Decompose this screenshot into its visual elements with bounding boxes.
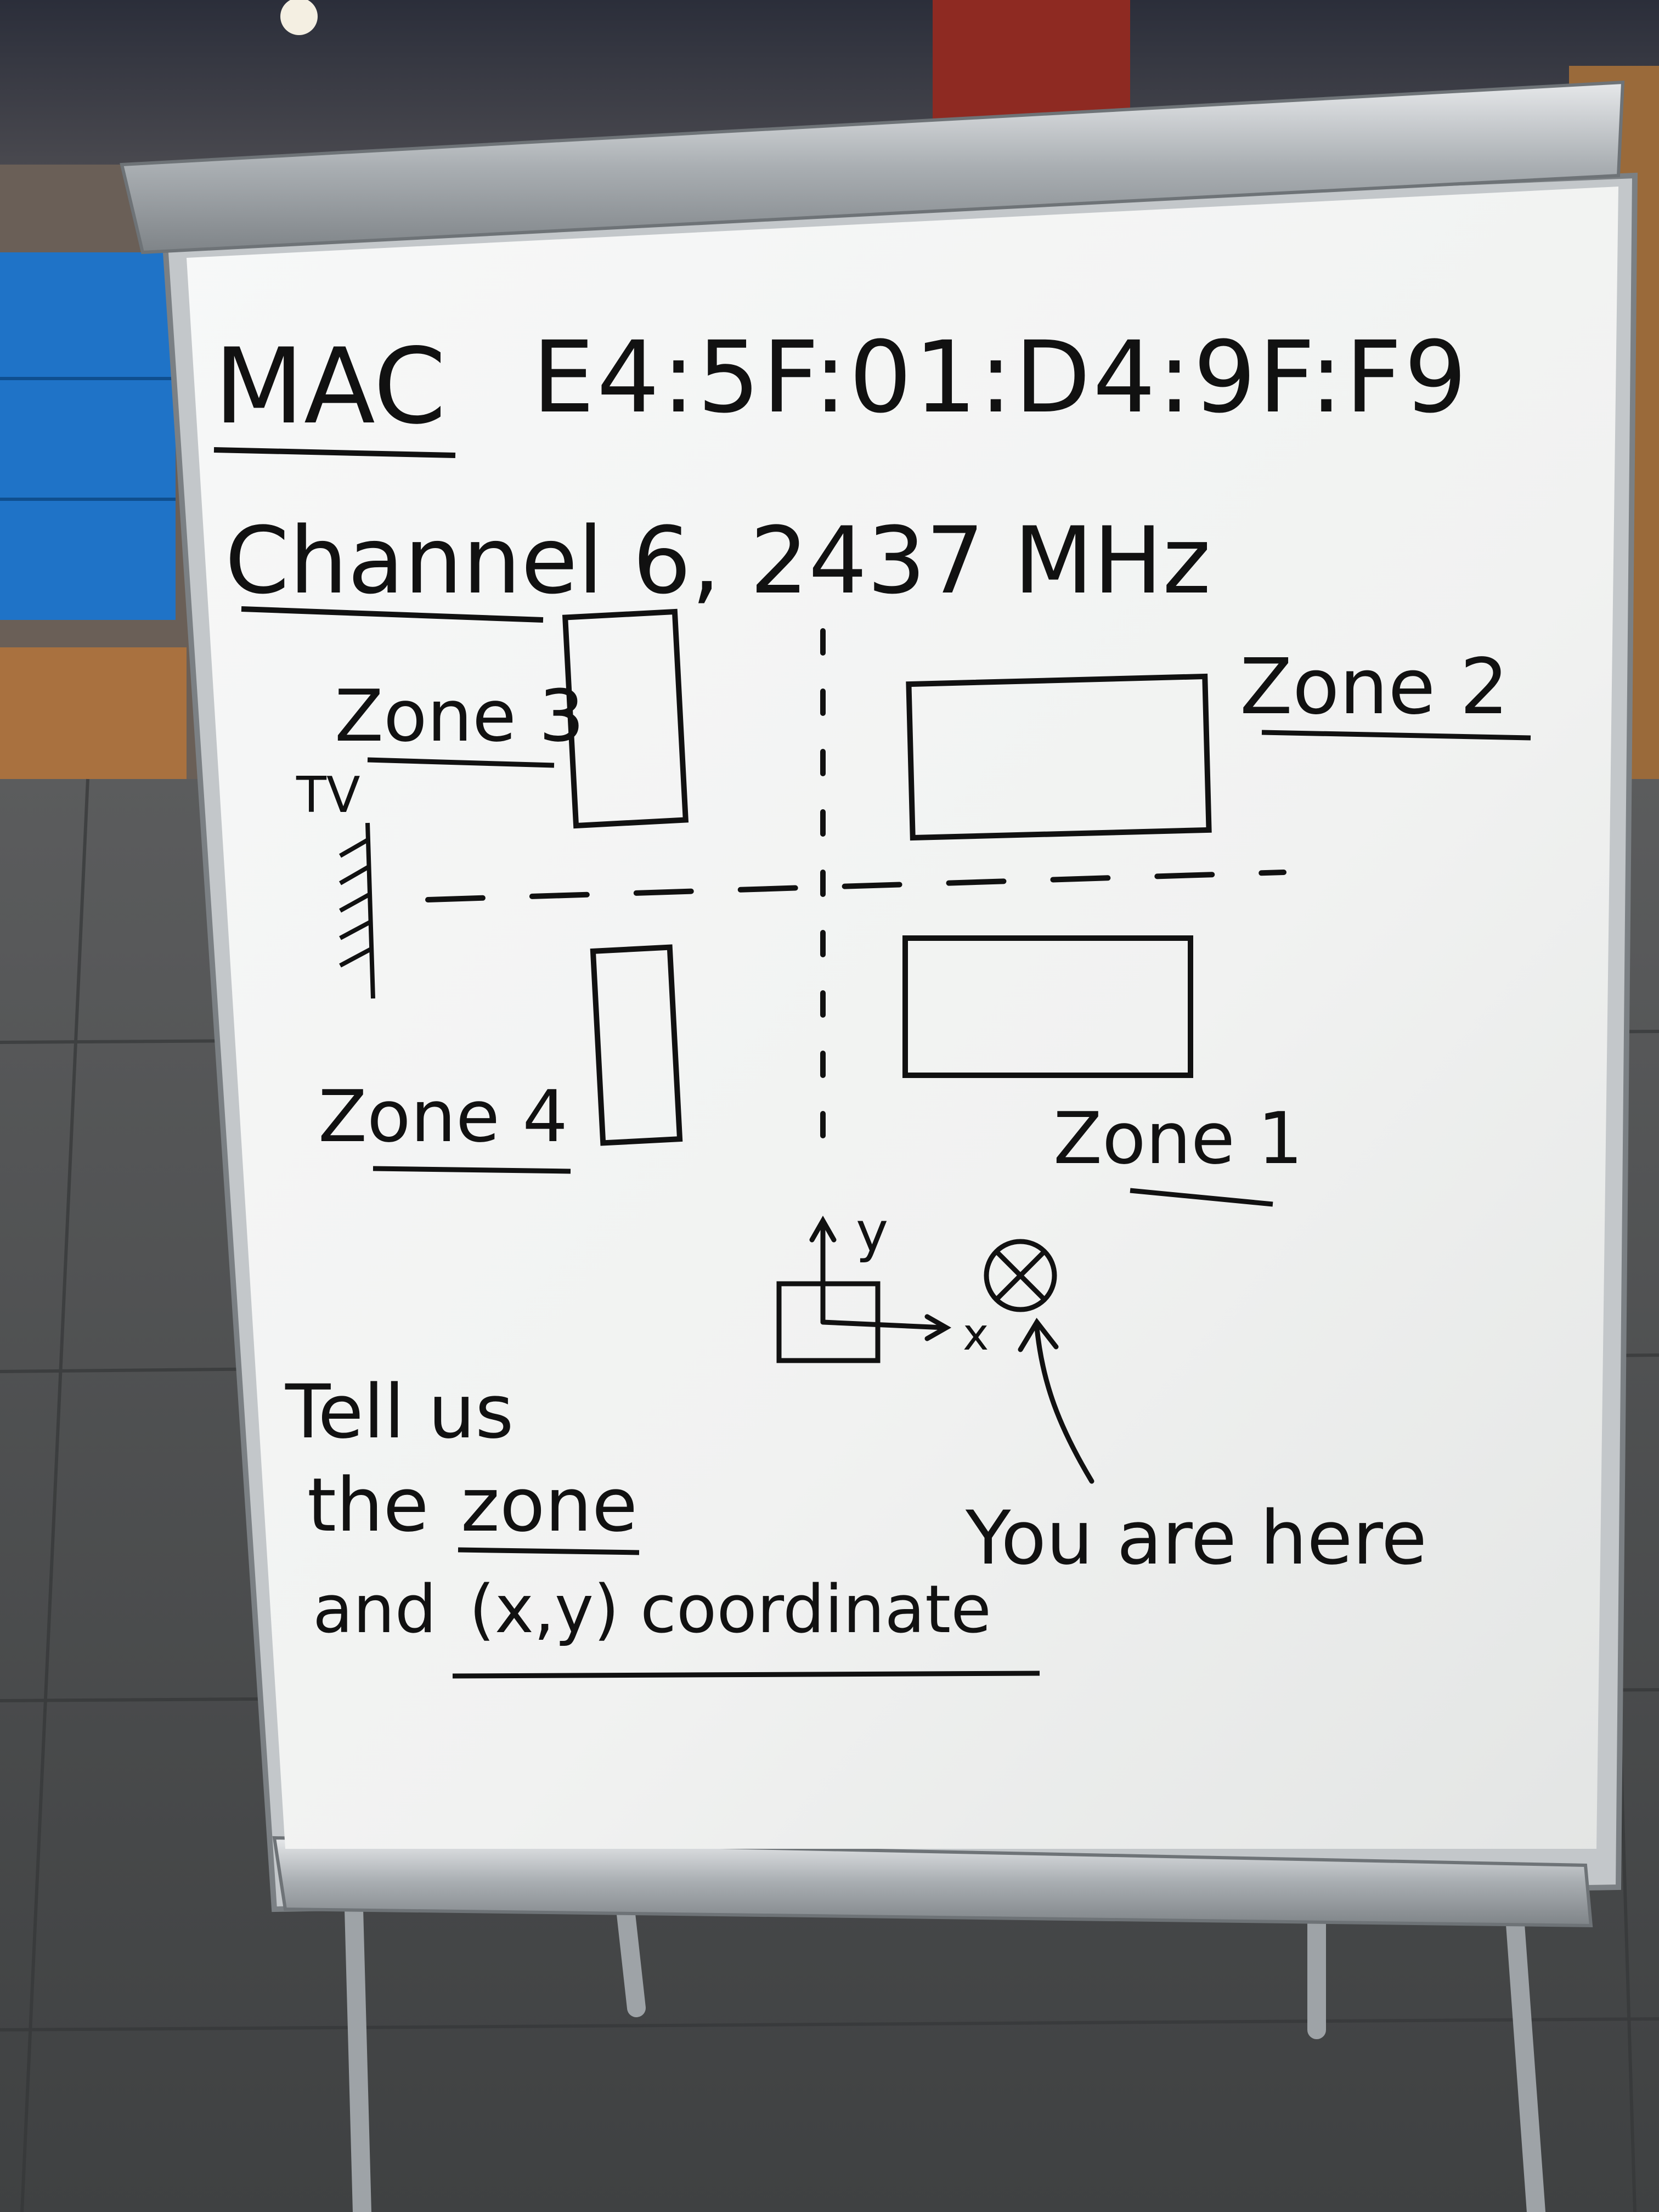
channel-text: Channel 6, 2437 MHz [225,507,1211,614]
instruction-line3-rest: (x,y) coordinate [469,1572,991,1648]
zone-divider-lines [425,628,1286,1177]
zone4-box [590,944,683,1146]
bottom-tray [272,1836,1593,1928]
zone3-box [562,608,689,829]
location-marker-icon [984,1239,1094,1484]
mac-address: E4:5F:01:D4:9F:F9 [532,320,1469,435]
zone2-box [906,673,1212,841]
zone4-label: Zone 4 [318,1075,568,1158]
easel-legs [345,1900,1545,2212]
instruction-line2-prefix: the [307,1462,429,1548]
mac-label: MAC [214,326,446,447]
instruction-zone-word: zone [461,1462,637,1548]
desk [0,647,187,779]
tv-label: TV [296,766,360,824]
axis-x-label: x [963,1309,989,1360]
coordinate-sketch [776,1215,952,1363]
instruction-line1: Tell us [285,1369,514,1455]
tv-hatch [339,822,375,999]
you-are-here-text: You are here [965,1495,1427,1581]
zone2-label: Zone 2 [1240,642,1509,732]
axis-y-label: y [856,1200,888,1264]
top-rail [120,80,1625,255]
zone1-label: Zone 1 [1053,1097,1303,1180]
zone1-box [902,935,1193,1078]
ceiling-light [280,0,318,35]
zone3-label: Zone 3 [335,674,584,758]
instruction-line3-prefix: and [313,1572,437,1648]
